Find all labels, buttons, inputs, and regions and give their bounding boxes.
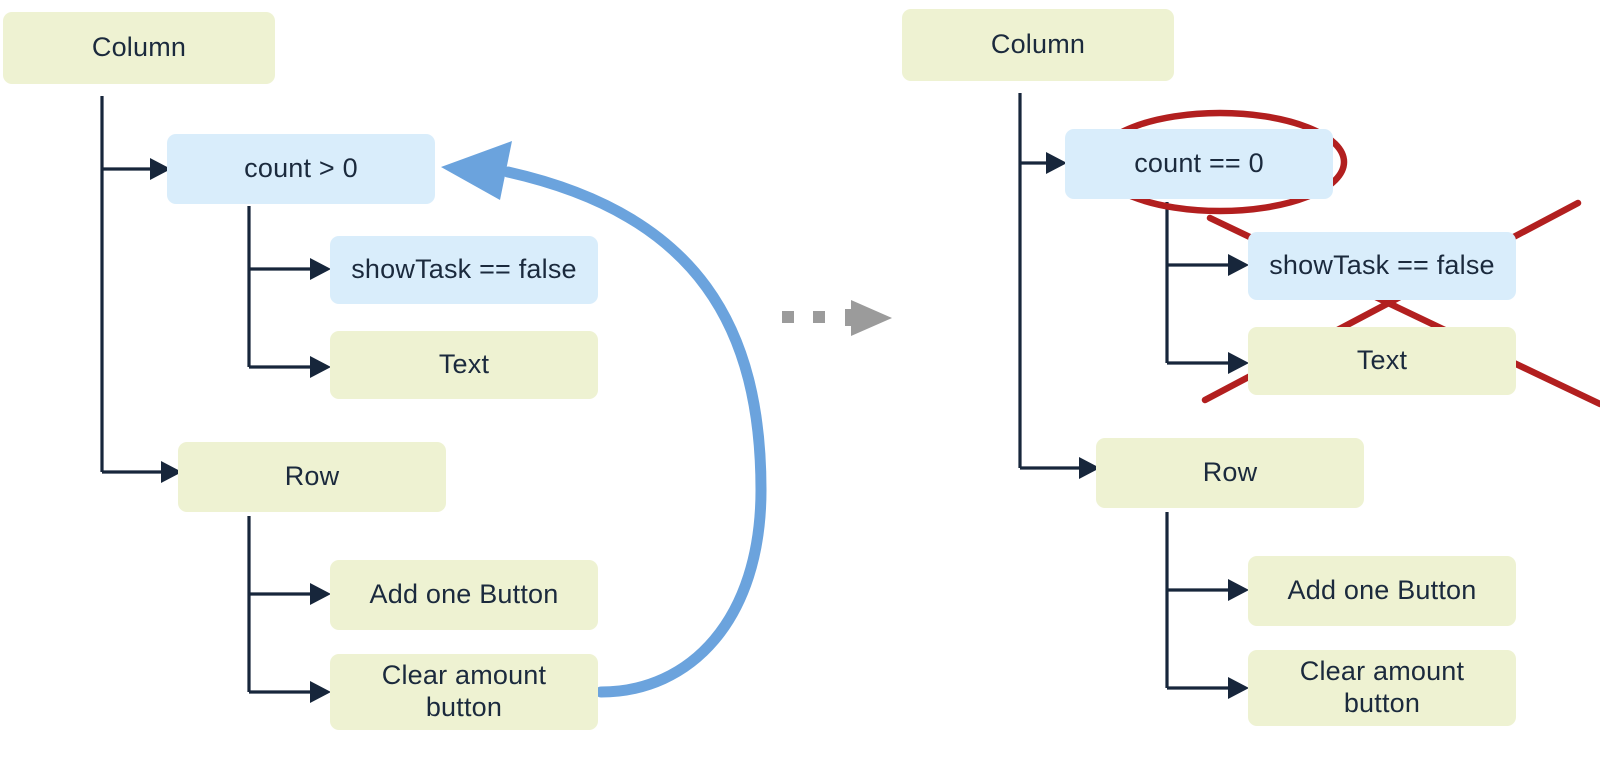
right-edge-conditional-to-nested <box>1167 254 1249 276</box>
right-edge-row-to-add-button <box>1167 579 1249 601</box>
left-node-clear-button[interactable]: Clear amount button <box>330 654 598 730</box>
state-transition-arrow <box>782 300 892 336</box>
right-node-column[interactable]: Column <box>902 9 1174 81</box>
right-edge-conditional-to-text <box>1167 352 1249 374</box>
left-edge-conditional-to-text <box>249 356 331 378</box>
right-node-nested-conditional[interactable]: showTask == false <box>1248 232 1516 300</box>
left-edge-conditional-to-nested <box>249 258 331 280</box>
left-node-row[interactable]: Row <box>178 442 446 512</box>
left-node-column[interactable]: Column <box>3 12 275 84</box>
left-edge-column-to-conditional <box>102 158 171 180</box>
right-node-text[interactable]: Text <box>1248 327 1516 395</box>
right-node-add-button[interactable]: Add one Button <box>1248 556 1516 626</box>
right-node-row[interactable]: Row <box>1096 438 1364 508</box>
left-node-text[interactable]: Text <box>330 331 598 399</box>
right-edge-column-to-conditional <box>1020 152 1067 174</box>
left-node-add-button[interactable]: Add one Button <box>330 560 598 630</box>
right-edge-row-to-clear-button <box>1167 677 1249 699</box>
left-node-nested-conditional[interactable]: showTask == false <box>330 236 598 304</box>
right-edge-column-to-row <box>1020 457 1100 479</box>
right-node-clear-button[interactable]: Clear amount button <box>1248 650 1516 726</box>
left-edge-row-to-add-button <box>249 583 331 605</box>
left-edge-column-to-row <box>102 461 182 483</box>
left-edge-row-to-clear-button <box>249 681 331 703</box>
right-node-conditional[interactable]: count == 0 <box>1065 129 1333 199</box>
left-node-conditional[interactable]: count > 0 <box>167 134 435 204</box>
